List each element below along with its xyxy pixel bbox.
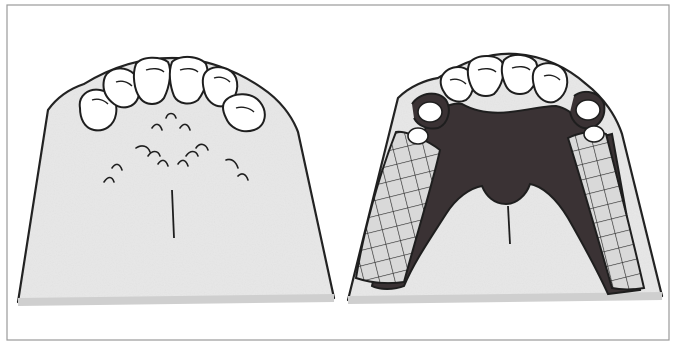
right-posterior-abutment xyxy=(584,126,604,142)
right-abutment-tooth xyxy=(576,100,600,120)
left-posterior-abutment xyxy=(408,128,428,144)
right-base-edge xyxy=(348,296,662,300)
right-tooth-4 xyxy=(533,63,567,102)
left-abutment-tooth xyxy=(418,102,442,122)
right-tooth-2 xyxy=(468,56,504,96)
left-tooth-3 xyxy=(134,58,170,104)
left-base-edge xyxy=(18,298,334,302)
